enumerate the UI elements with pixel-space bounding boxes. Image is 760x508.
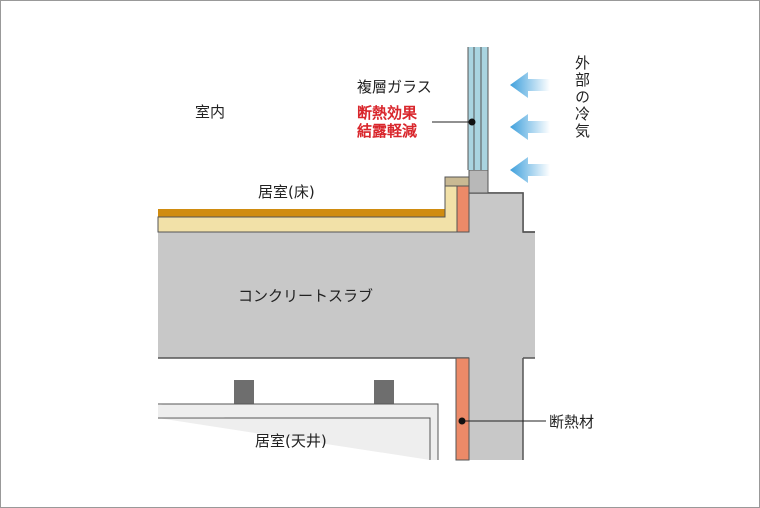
label-benefit-insulation: 断熱効果	[357, 104, 418, 122]
cold-air-arrow-icon	[510, 114, 550, 140]
insulation-leader-dot	[458, 417, 466, 425]
insulation-lower	[455, 357, 470, 461]
concrete-slab	[158, 232, 535, 358]
upper-beam	[469, 193, 523, 233]
label-insulation: 断熱材	[549, 413, 595, 431]
insulation-upper	[456, 185, 470, 233]
window-sill	[468, 169, 489, 194]
label-room-ceiling: 居室(天井)	[255, 432, 327, 450]
label-room-floor: 居室(床)	[258, 183, 315, 201]
lower-column	[469, 358, 523, 460]
label-benefit-condensation: 結露軽減	[357, 122, 418, 140]
label-concrete-slab: コンクリートスラブ	[238, 287, 374, 305]
cold-air-arrow-icon	[510, 72, 550, 98]
ceiling-board	[158, 403, 439, 460]
floor-finish	[158, 209, 445, 217]
floor-trim	[444, 176, 470, 187]
ceiling-joist	[374, 380, 394, 404]
label-double-glass: 複層ガラス	[357, 78, 432, 96]
label-indoor: 室内	[195, 103, 226, 121]
cold-air-arrow-icon	[510, 157, 550, 183]
label-outside-cold: 外部の冷気	[573, 55, 591, 140]
glass-leader-dot	[468, 118, 476, 126]
double-glass	[468, 47, 488, 170]
ceiling-joist	[234, 380, 254, 404]
